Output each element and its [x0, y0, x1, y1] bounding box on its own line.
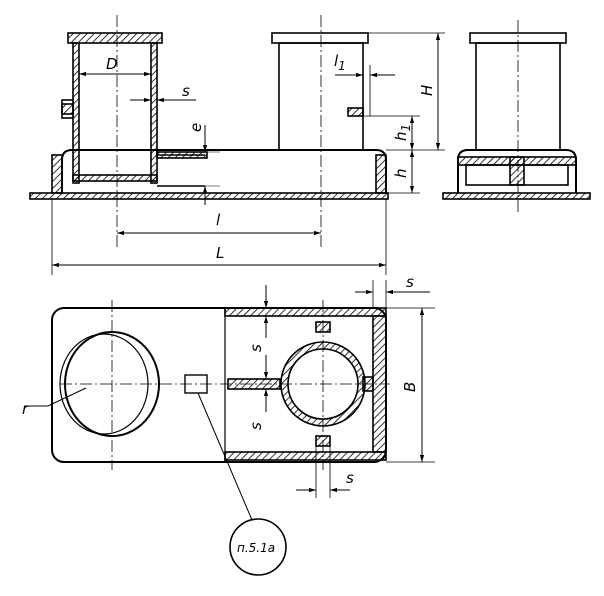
label-r: r: [22, 400, 29, 418]
label-s-plan-left2: s: [247, 422, 265, 430]
label-s-plan-left1: s: [247, 344, 265, 352]
label-H: H: [418, 85, 436, 96]
base-housing: [61, 149, 387, 193]
label-D: D: [106, 55, 118, 73]
label-l: l: [216, 211, 221, 229]
left-bollard-wall-left: [72, 42, 80, 184]
label-s-front: s: [182, 82, 190, 100]
labels: D s l1 H h1 h e l L s s s B r s п.5.1а: [22, 52, 436, 555]
deck-plate: [29, 192, 389, 200]
front-view: [29, 15, 445, 275]
label-s-bottom: s: [346, 469, 354, 487]
label-h: h: [392, 168, 410, 178]
label-h1: h1: [392, 124, 413, 141]
note-circle: [229, 518, 287, 576]
plan-view: [25, 280, 435, 576]
label-B: B: [401, 382, 419, 392]
right-bollard-cap: [271, 32, 369, 44]
left-bollard-cap: [67, 32, 163, 44]
label-note: п.5.1а: [237, 541, 275, 555]
label-l1: l1: [334, 52, 346, 73]
left-bollard-wall-right: [150, 42, 158, 184]
side-view: [442, 20, 591, 215]
label-s-plan-top: s: [406, 273, 414, 291]
label-L: L: [216, 244, 224, 262]
label-e: e: [187, 123, 205, 132]
